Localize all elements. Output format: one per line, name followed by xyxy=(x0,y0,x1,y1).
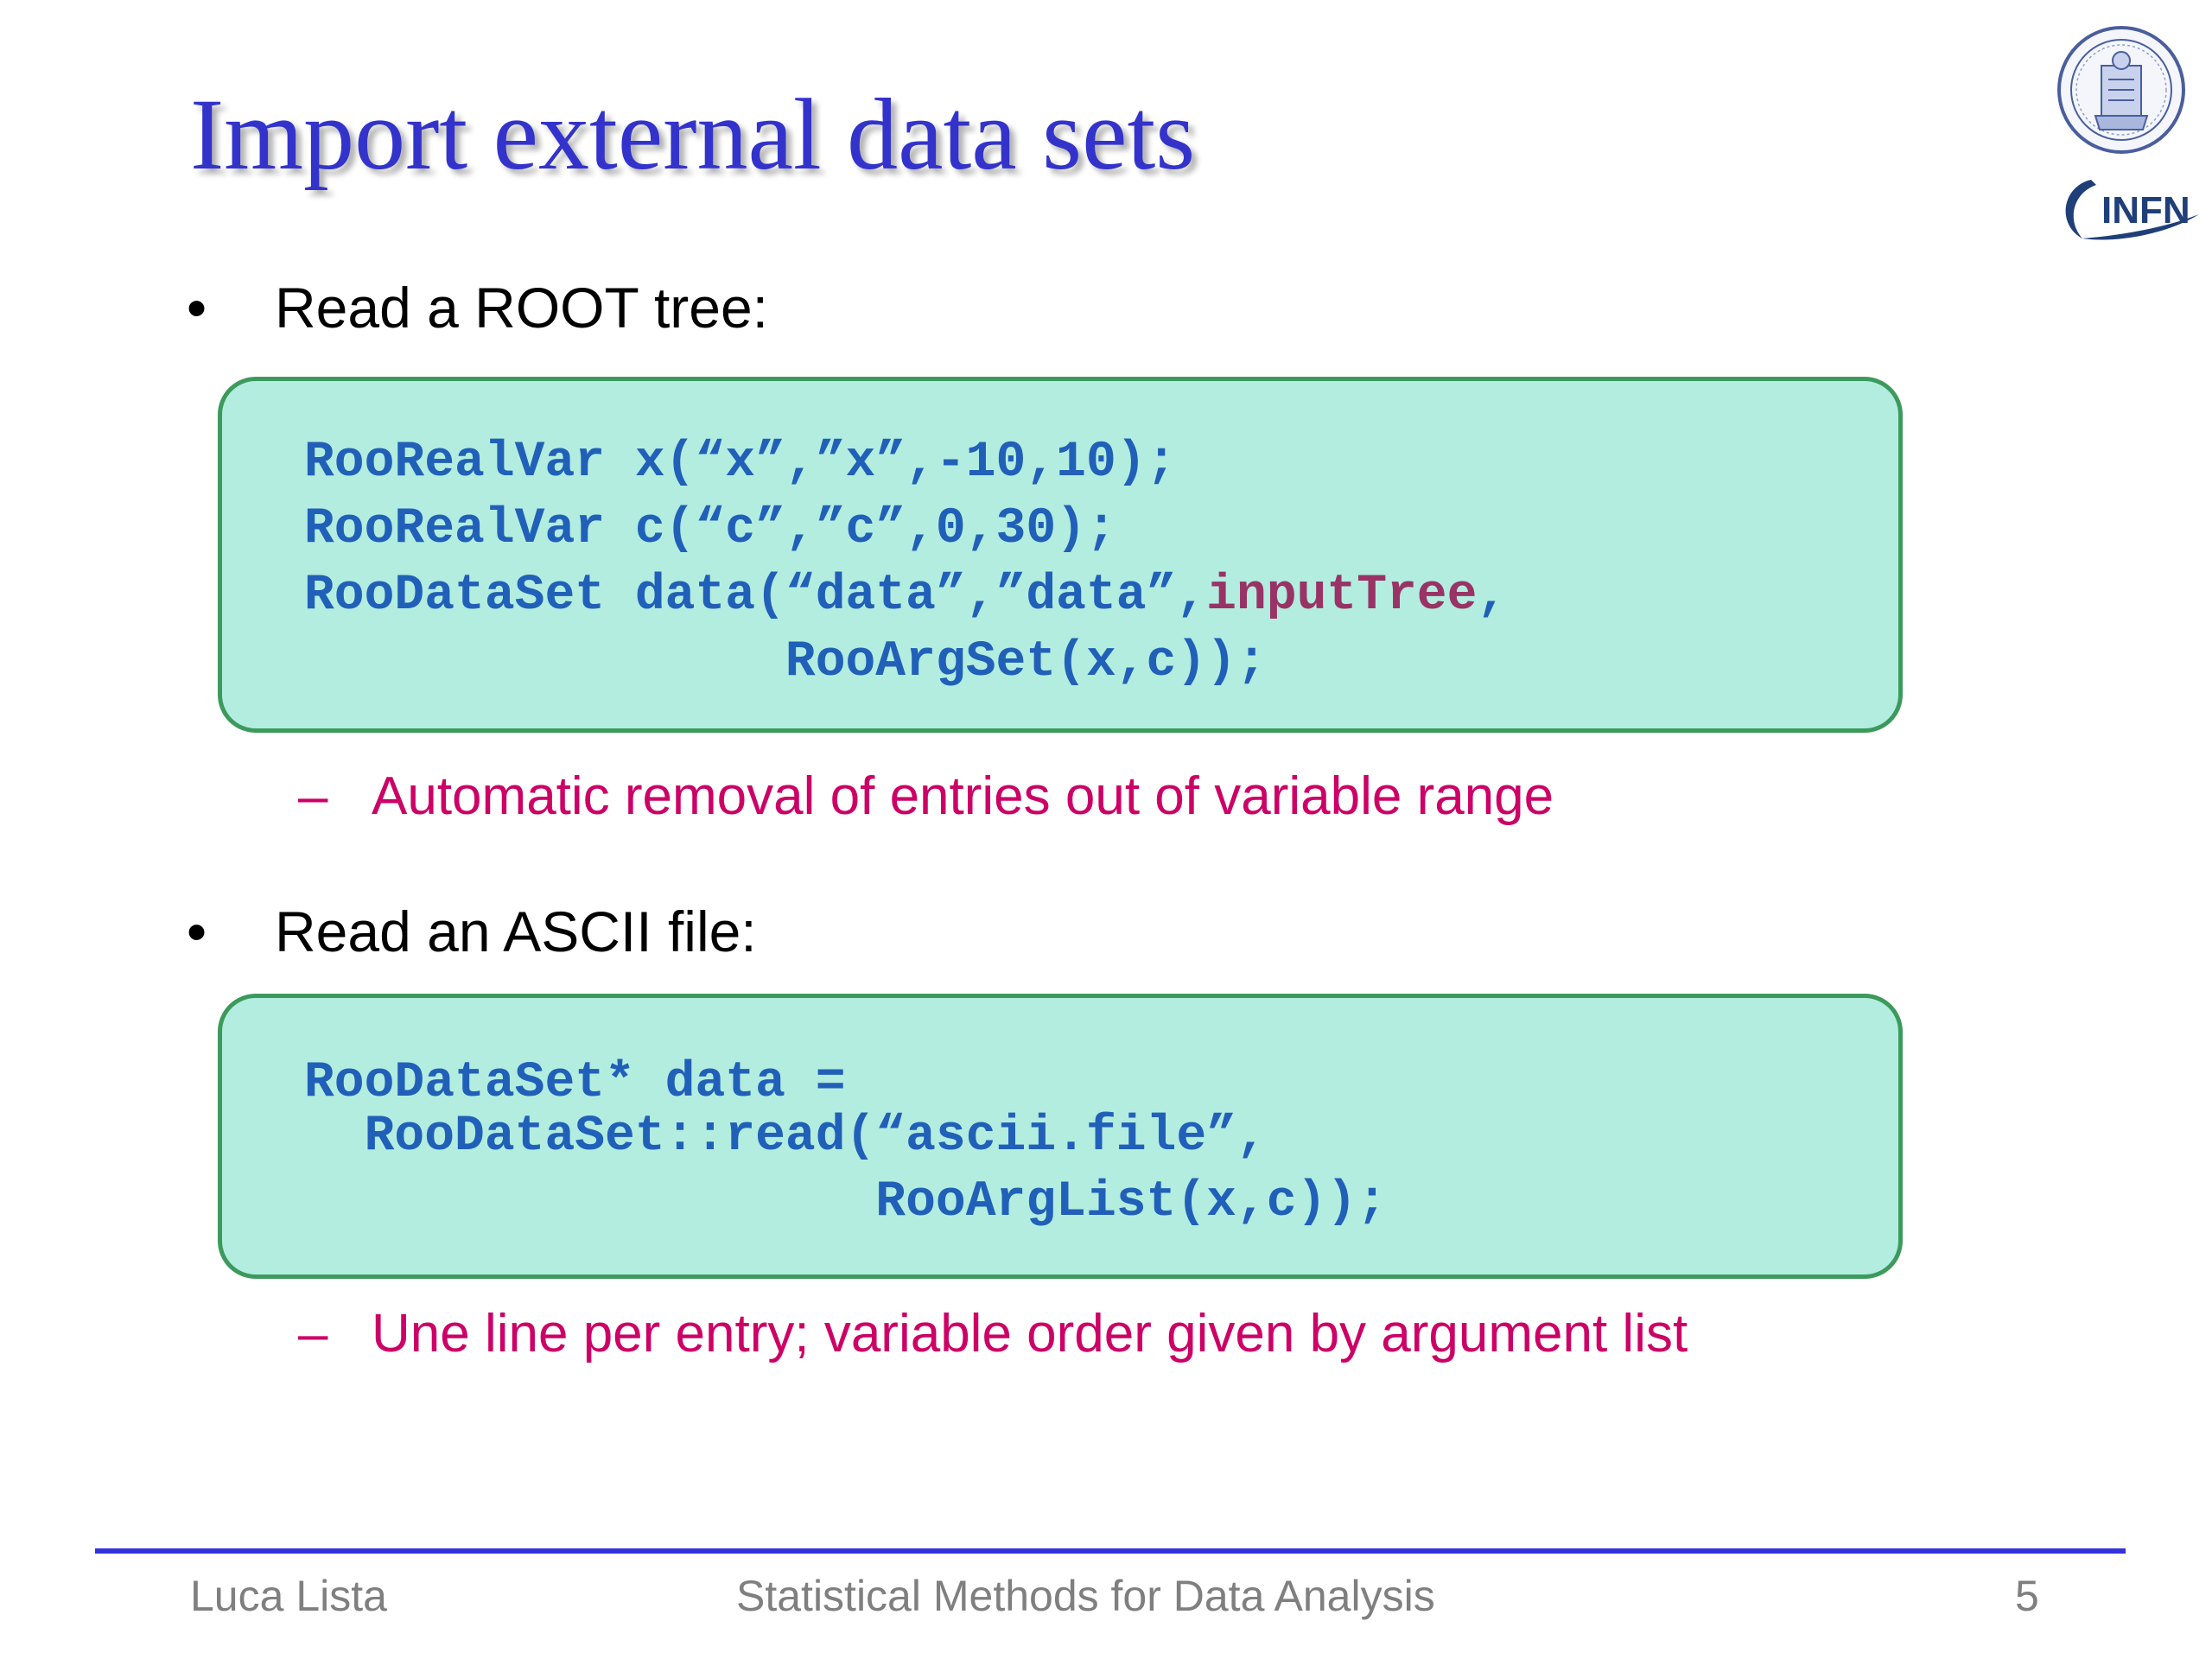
code-segment: , xyxy=(1477,568,1508,624)
university-seal-icon xyxy=(2056,19,2186,165)
sub-bullet-text: Automatic removal of entries out of vari… xyxy=(372,766,1554,826)
code-line-3: RooDataSet data(“data”,”data”,inputTree, xyxy=(304,571,1507,621)
code-line-2: RooDataSet::read(“ascii.file”, xyxy=(304,1109,1267,1165)
code-line-4: RooArgSet(x,c)); xyxy=(304,634,1267,690)
bullet-glyph: • xyxy=(187,899,207,963)
sub-bullet-glyph: – xyxy=(298,1304,328,1363)
code-line-3: RooArgList(x,c)); xyxy=(304,1174,1388,1230)
code-line-1: RooDataSet* data = xyxy=(304,1055,846,1111)
footer-course-title: Statistical Methods for Data Analysis xyxy=(736,1572,1435,1620)
bullet-text: Read a ROOT tree: xyxy=(275,276,769,340)
footer-rule xyxy=(95,1548,2126,1554)
footer-page-number: 5 xyxy=(2015,1572,2039,1620)
infn-logo-icon: INFN xyxy=(2056,171,2203,253)
bullet-glyph: • xyxy=(187,276,207,340)
sub-bullet-ascii-note: – Une line per entry; variable order giv… xyxy=(298,1303,1688,1364)
slide-title: Import external data sets xyxy=(190,78,1196,191)
sub-bullet-root-note: – Automatic removal of entries out of va… xyxy=(298,766,1554,827)
footer-author: Luca Lista xyxy=(190,1572,387,1620)
bullet-text: Read an ASCII file: xyxy=(275,899,757,963)
sub-bullet-text: Une line per entry; variable order given… xyxy=(372,1304,1688,1363)
code-highlight-input-tree: inputTree xyxy=(1206,568,1478,624)
infn-logo-text: INFN xyxy=(2101,189,2190,232)
code-segment: RooDataSet data(“data”,”data”, xyxy=(304,568,1207,624)
code-line-1: RooRealVar x(“x”,”x”,-10,10); xyxy=(304,435,1177,491)
code-block-ascii-file: RooDataSet* data = RooDataSet::read(“asc… xyxy=(218,994,1903,1279)
bullet-read-ascii-file: • Read an ASCII file: xyxy=(187,899,757,964)
sub-bullet-glyph: – xyxy=(298,766,328,826)
bullet-read-root-tree: • Read a ROOT tree: xyxy=(187,275,768,340)
code-block-root-tree: RooRealVar x(“x”,”x”,-10,10); RooRealVar… xyxy=(218,377,1903,733)
code-line-2: RooRealVar c(“c”,”c”,0,30); xyxy=(304,501,1116,557)
